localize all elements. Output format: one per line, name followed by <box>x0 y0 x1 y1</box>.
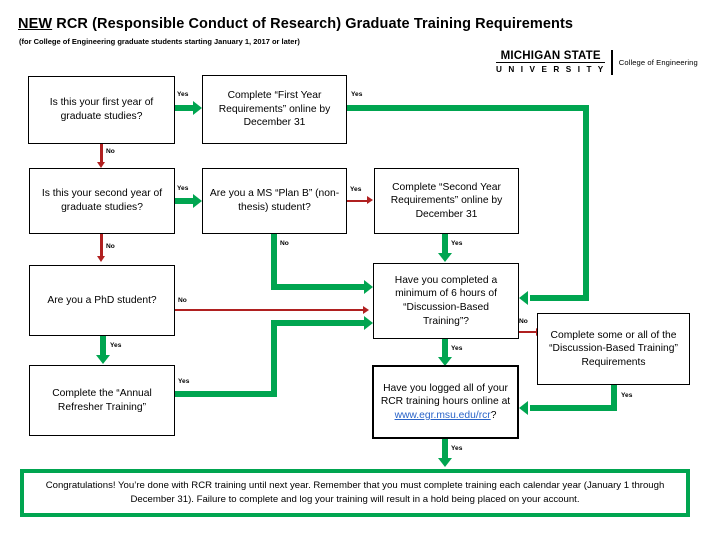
node-q-second-year[interactable]: Is this your second year of graduate stu… <box>29 168 175 234</box>
page-title: NEW RCR (Responsible Conduct of Research… <box>18 16 573 32</box>
edge-refresher-yes-h1 <box>175 391 277 397</box>
node-q-logged-hours-text: Have you logged all of your RCR training… <box>380 382 511 423</box>
page-subtitle: (for College of Engineering graduate stu… <box>19 37 300 46</box>
node-a-second-year-req[interactable]: Complete “Second Year Requirements” onli… <box>374 168 519 234</box>
edge-plan-b-no-arrowhead <box>367 196 373 204</box>
node-q-logged-hours[interactable]: Have you logged all of your RCR training… <box>372 365 519 439</box>
edge-logged-yes-line <box>442 438 448 460</box>
page-title-rest: RCR (Responsible Conduct of Research) Gr… <box>52 16 574 32</box>
edge-label-logged-yes: Yes <box>451 445 463 452</box>
edge-label-phd-no: No <box>178 297 187 304</box>
page-title-new-emphasis: NEW <box>18 16 53 32</box>
msu-logo-line1: MICHIGAN STATE <box>496 50 606 63</box>
node-q-discussion-hours[interactable]: Have you completed a minimum of 6 hours … <box>373 263 519 339</box>
edge-label-first-year-req-yes: Yes <box>351 91 363 98</box>
edge-first-year-req-yes-v <box>583 105 589 301</box>
node-q-discussion-hours-label: Have you completed a minimum of 6 hours … <box>394 274 498 327</box>
node-q-logged-hours-suffix: ? <box>490 409 497 421</box>
edge-label-plan-b-yes: No <box>280 240 289 247</box>
edge-refresher-yes-arrowhead <box>364 316 373 330</box>
edge-discussion-no-line <box>518 331 538 334</box>
edge-discussion-req-yes-arrowhead <box>519 401 528 415</box>
final-congrats-line1: Congratulations! You’re done with RCR tr… <box>45 480 582 491</box>
edge-second-year-req-yes-line <box>442 233 448 255</box>
node-final-congrats: Congratulations! You’re done with RCR tr… <box>20 469 690 517</box>
node-a-annual-refresher[interactable]: Complete the “Annual Refresher Training” <box>29 365 175 436</box>
edge-discussion-req-yes-v <box>611 385 617 411</box>
edge-label-second-year-req-yes: Yes <box>451 240 463 247</box>
edge-label-first-year-no: No <box>106 148 115 155</box>
edge-first-year-yes-line <box>175 105 197 111</box>
node-a-second-year-req-label: Complete “Second Year Requirements” onli… <box>390 181 503 220</box>
final-congrats-text: Congratulations! You’re done with RCR tr… <box>30 479 680 507</box>
node-q-ms-plan-b-label: Are you a MS “Plan B” (non-thesis) stude… <box>209 188 340 213</box>
node-q-first-year[interactable]: Is this your first year of graduate stud… <box>28 76 175 144</box>
edge-label-discussion-req-yes: Yes <box>621 392 633 399</box>
edge-discussion-req-yes-h <box>530 405 617 411</box>
edge-discussion-yes-line <box>442 338 448 360</box>
node-q-phd-student[interactable]: Are you a PhD student? <box>29 265 175 336</box>
edge-label-second-year-yes: Yes <box>177 185 189 192</box>
edge-plan-b-no-line <box>347 199 369 202</box>
edge-plan-b-yes-v <box>271 233 277 290</box>
msu-wordmark: MICHIGAN STATE U N I V E R S I T Y <box>496 50 611 75</box>
edge-second-year-no-arrowhead <box>96 256 105 262</box>
edge-first-year-req-yes-h1 <box>347 105 589 111</box>
edge-first-year-req-yes-h2 <box>530 295 589 301</box>
edge-phd-no-arrowhead <box>363 305 369 314</box>
edge-second-year-yes-arrowhead <box>193 194 202 208</box>
msu-logo: MICHIGAN STATE U N I V E R S I T Y Colle… <box>496 50 698 75</box>
edge-label-discussion-yes: Yes <box>451 345 463 352</box>
node-a-discussion-req[interactable]: Complete some or all of the “Discussion-… <box>537 313 690 385</box>
edge-phd-yes-arrowhead <box>96 355 110 364</box>
edge-phd-no-line <box>175 309 365 312</box>
node-q-ms-plan-b[interactable]: Are you a MS “Plan B” (non-thesis) stude… <box>202 168 347 234</box>
rcr-website-link[interactable]: www.egr.msu.edu/rcr <box>394 409 491 421</box>
edge-refresher-yes-v <box>271 320 277 397</box>
edge-label-first-year-yes: Yes <box>177 91 189 98</box>
edge-second-year-no-line <box>100 233 103 258</box>
node-a-first-year-req[interactable]: Complete “First Year Requirements” onlin… <box>202 75 347 144</box>
edge-label-discussion-no: No <box>519 318 528 325</box>
edge-label-second-year-no: No <box>106 243 115 250</box>
node-q-first-year-label: Is this your first year of graduate stud… <box>49 97 154 122</box>
edge-refresher-yes-h2 <box>271 320 366 326</box>
final-congrats-line2: (January 1 through December 31). Failure… <box>130 480 665 505</box>
edge-first-year-no-line <box>100 143 103 165</box>
node-q-second-year-label: Is this your second year of graduate stu… <box>41 188 163 213</box>
node-a-first-year-req-label: Complete “First Year Requirements” onlin… <box>218 90 331 129</box>
edge-logged-yes-arrowhead <box>438 458 452 467</box>
edge-second-year-yes-line <box>175 198 197 204</box>
edge-discussion-yes-arrowhead <box>438 357 452 366</box>
edge-plan-b-yes-h <box>271 284 366 290</box>
edge-label-plan-b-no: Yes <box>350 186 362 193</box>
edge-plan-b-yes-arrowhead <box>364 280 373 294</box>
node-q-logged-hours-label: Have you logged all of your RCR training… <box>380 382 511 408</box>
edge-second-year-req-yes-arrowhead <box>438 253 452 262</box>
node-a-annual-refresher-label: Complete the “Annual Refresher Training” <box>52 387 152 413</box>
msu-logo-unit: College of Engineering <box>618 58 698 67</box>
msu-logo-line2: U N I V E R S I T Y <box>496 65 606 74</box>
edge-first-year-req-yes-arrowhead <box>519 291 528 305</box>
edge-first-year-yes-arrowhead <box>193 101 202 115</box>
node-q-phd-student-label: Are you a PhD student? <box>47 294 157 306</box>
logo-divider <box>611 50 613 75</box>
node-a-discussion-req-label: Complete some or all of the “Discussion-… <box>549 329 678 368</box>
edge-first-year-no-arrowhead <box>96 162 105 168</box>
edge-label-phd-yes: Yes <box>110 342 122 349</box>
edge-label-refresher-yes: Yes <box>178 378 190 385</box>
edge-phd-yes-line <box>100 335 106 357</box>
